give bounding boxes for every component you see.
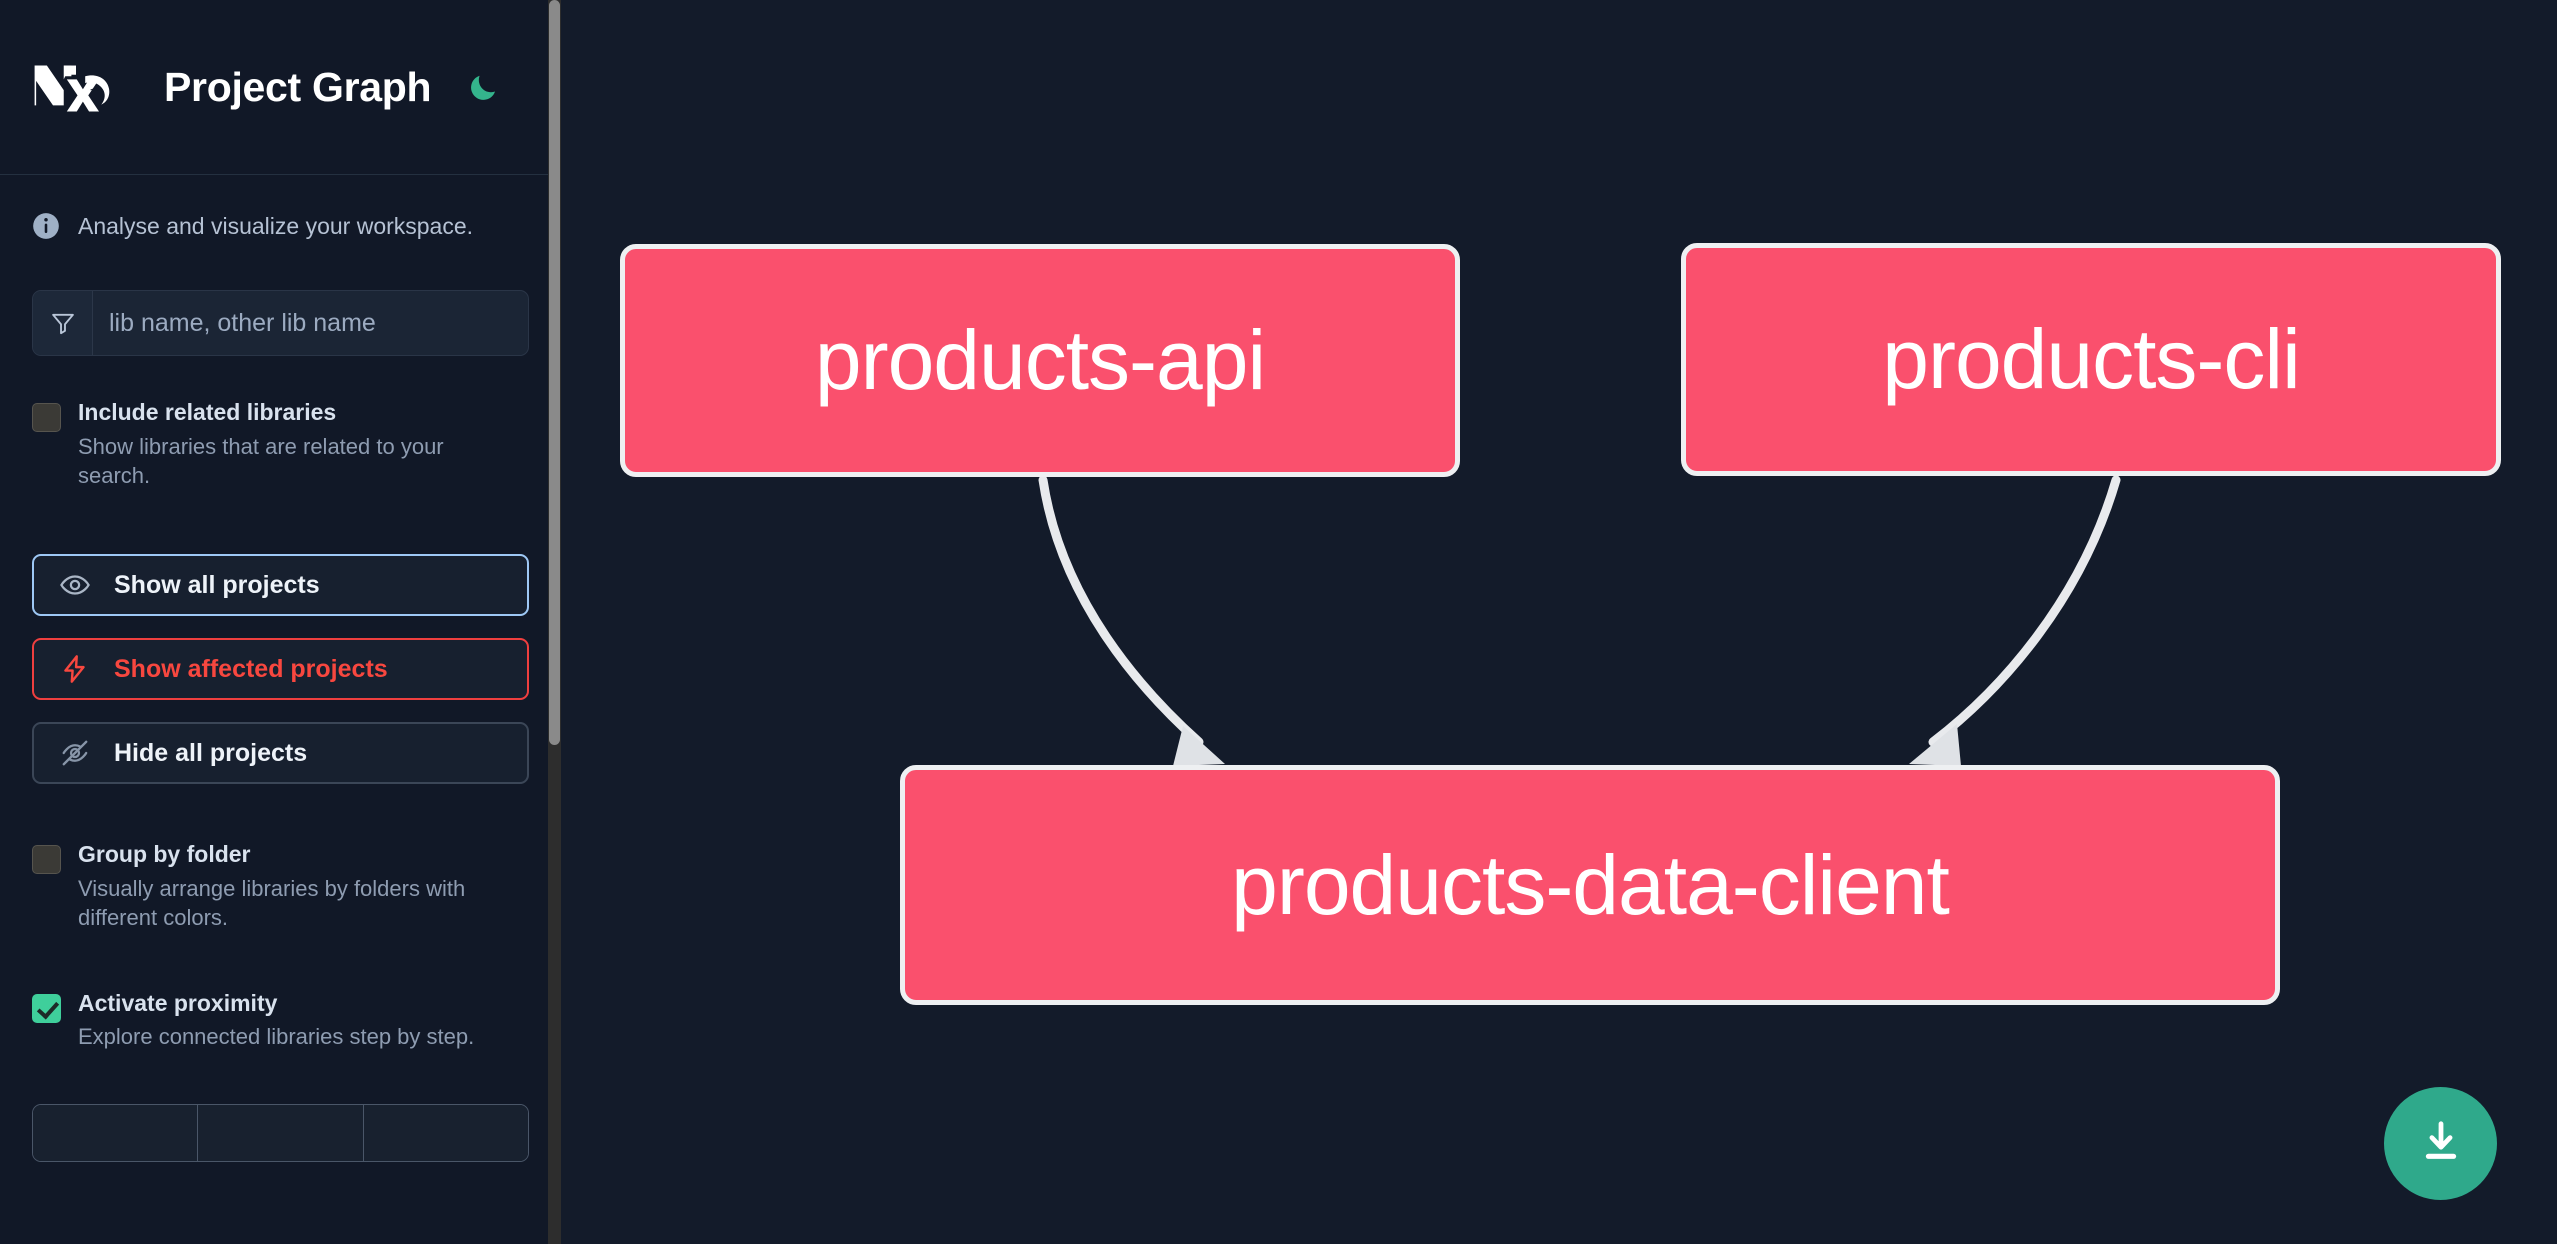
option-include-related-libraries[interactable]: Include related libraries Show libraries… bbox=[32, 399, 529, 490]
option-label: Activate proximity bbox=[78, 989, 278, 1016]
option-description: Show libraries that are related to your … bbox=[78, 433, 444, 488]
sidebar-header: Project Graph bbox=[0, 0, 561, 175]
sidebar-scrollbar-thumb[interactable] bbox=[549, 0, 560, 745]
option-description: Explore connected libraries step by step… bbox=[78, 1024, 475, 1050]
page-title: Project Graph bbox=[164, 63, 432, 110]
option-description: Visually arrange libraries by folders wi… bbox=[78, 876, 466, 931]
show-all-projects-button[interactable]: Show all projects bbox=[32, 554, 529, 617]
checkbox-group-by-folder[interactable] bbox=[32, 845, 61, 875]
tagline: Analyse and visualize your workspace. bbox=[32, 212, 529, 240]
moon-icon[interactable] bbox=[463, 67, 503, 107]
info-icon bbox=[32, 212, 60, 240]
edge-products-api-to-products-data-client bbox=[1038, 475, 1204, 747]
arrowhead-products-api bbox=[1173, 726, 1225, 766]
download-image-button[interactable] bbox=[2384, 1087, 2497, 1200]
graph-canvas[interactable]: products-api products-cli products-data-… bbox=[561, 0, 2557, 1244]
node-label: products-api bbox=[814, 313, 1266, 407]
graph-edges bbox=[1038, 475, 2121, 766]
edge-products-cli-to-products-data-client bbox=[1928, 475, 2121, 747]
graph-node-products-cli[interactable]: products-cli bbox=[1681, 243, 2501, 476]
download-icon bbox=[2415, 1116, 2467, 1171]
hide-all-projects-button[interactable]: Hide all projects bbox=[32, 722, 529, 785]
arrowhead-products-cli bbox=[1909, 724, 1961, 766]
option-label: Group by folder bbox=[78, 841, 251, 868]
tagline-text: Analyse and visualize your workspace. bbox=[78, 212, 474, 239]
show-affected-projects-button[interactable]: Show affected projects bbox=[32, 638, 529, 701]
option-activate-proximity[interactable]: Activate proximity Explore connected lib… bbox=[32, 989, 529, 1052]
eye-icon bbox=[58, 568, 92, 602]
filter-icon bbox=[33, 291, 93, 355]
graph-node-products-api[interactable]: products-api bbox=[620, 244, 1460, 477]
search-input[interactable] bbox=[93, 291, 528, 355]
search-field[interactable] bbox=[32, 290, 529, 356]
sidebar-scrollbar[interactable] bbox=[548, 0, 561, 1244]
checkbox-include-related-libraries[interactable] bbox=[32, 403, 61, 432]
proximity-segmented-control[interactable] bbox=[32, 1103, 529, 1162]
button-label: Hide all projects bbox=[114, 738, 308, 767]
node-label: products-data-client bbox=[1231, 837, 1950, 932]
option-group-by-folder[interactable]: Group by folder Visually arrange librari… bbox=[32, 841, 529, 932]
checkbox-activate-proximity[interactable] bbox=[32, 993, 61, 1023]
button-label: Show all projects bbox=[114, 570, 320, 599]
button-label: Show affected projects bbox=[114, 654, 388, 683]
nx-logo-icon bbox=[30, 59, 122, 115]
sidebar: Project Graph Analy bbox=[0, 0, 561, 1244]
segment-option-2[interactable] bbox=[198, 1104, 364, 1161]
option-label: Include related libraries bbox=[78, 399, 337, 425]
segment-option-3[interactable] bbox=[363, 1104, 528, 1161]
lightning-icon bbox=[58, 652, 92, 686]
graph-node-products-data-client[interactable]: products-data-client bbox=[900, 765, 2280, 1005]
eye-off-icon bbox=[58, 736, 92, 770]
segment-option-1[interactable] bbox=[33, 1104, 199, 1161]
node-label: products-cli bbox=[1882, 312, 2300, 406]
